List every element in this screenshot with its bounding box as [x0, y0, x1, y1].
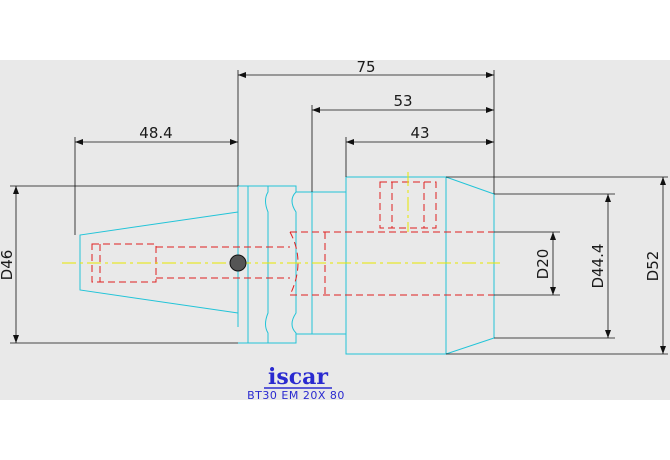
model-label: BT30 EM 20X 80	[247, 389, 345, 402]
center-lines	[62, 172, 500, 264]
flange-rim	[268, 185, 297, 344]
drive-key-marker	[229, 254, 247, 272]
hidden-lines	[91, 181, 494, 296]
dim-label-d52: D52	[644, 251, 662, 282]
dim-label-d46: D46	[0, 250, 16, 281]
brand-logo-text: iscar	[268, 364, 328, 390]
dim-label-d20: D20	[534, 249, 552, 280]
dim-label-43: 43	[410, 124, 429, 142]
dimension-arrows	[13, 72, 666, 354]
dim-label-48-4: 48.4	[139, 124, 172, 142]
dim-label-d44-4: D44.4	[589, 244, 607, 289]
tool-outline	[79, 176, 495, 355]
brand-logo: iscar	[264, 364, 332, 390]
dimension-lines	[10, 70, 668, 355]
dim-label-53: 53	[393, 92, 412, 110]
bore-curve	[289, 231, 299, 296]
body-outline	[312, 176, 495, 355]
dim-label-75: 75	[356, 58, 375, 76]
